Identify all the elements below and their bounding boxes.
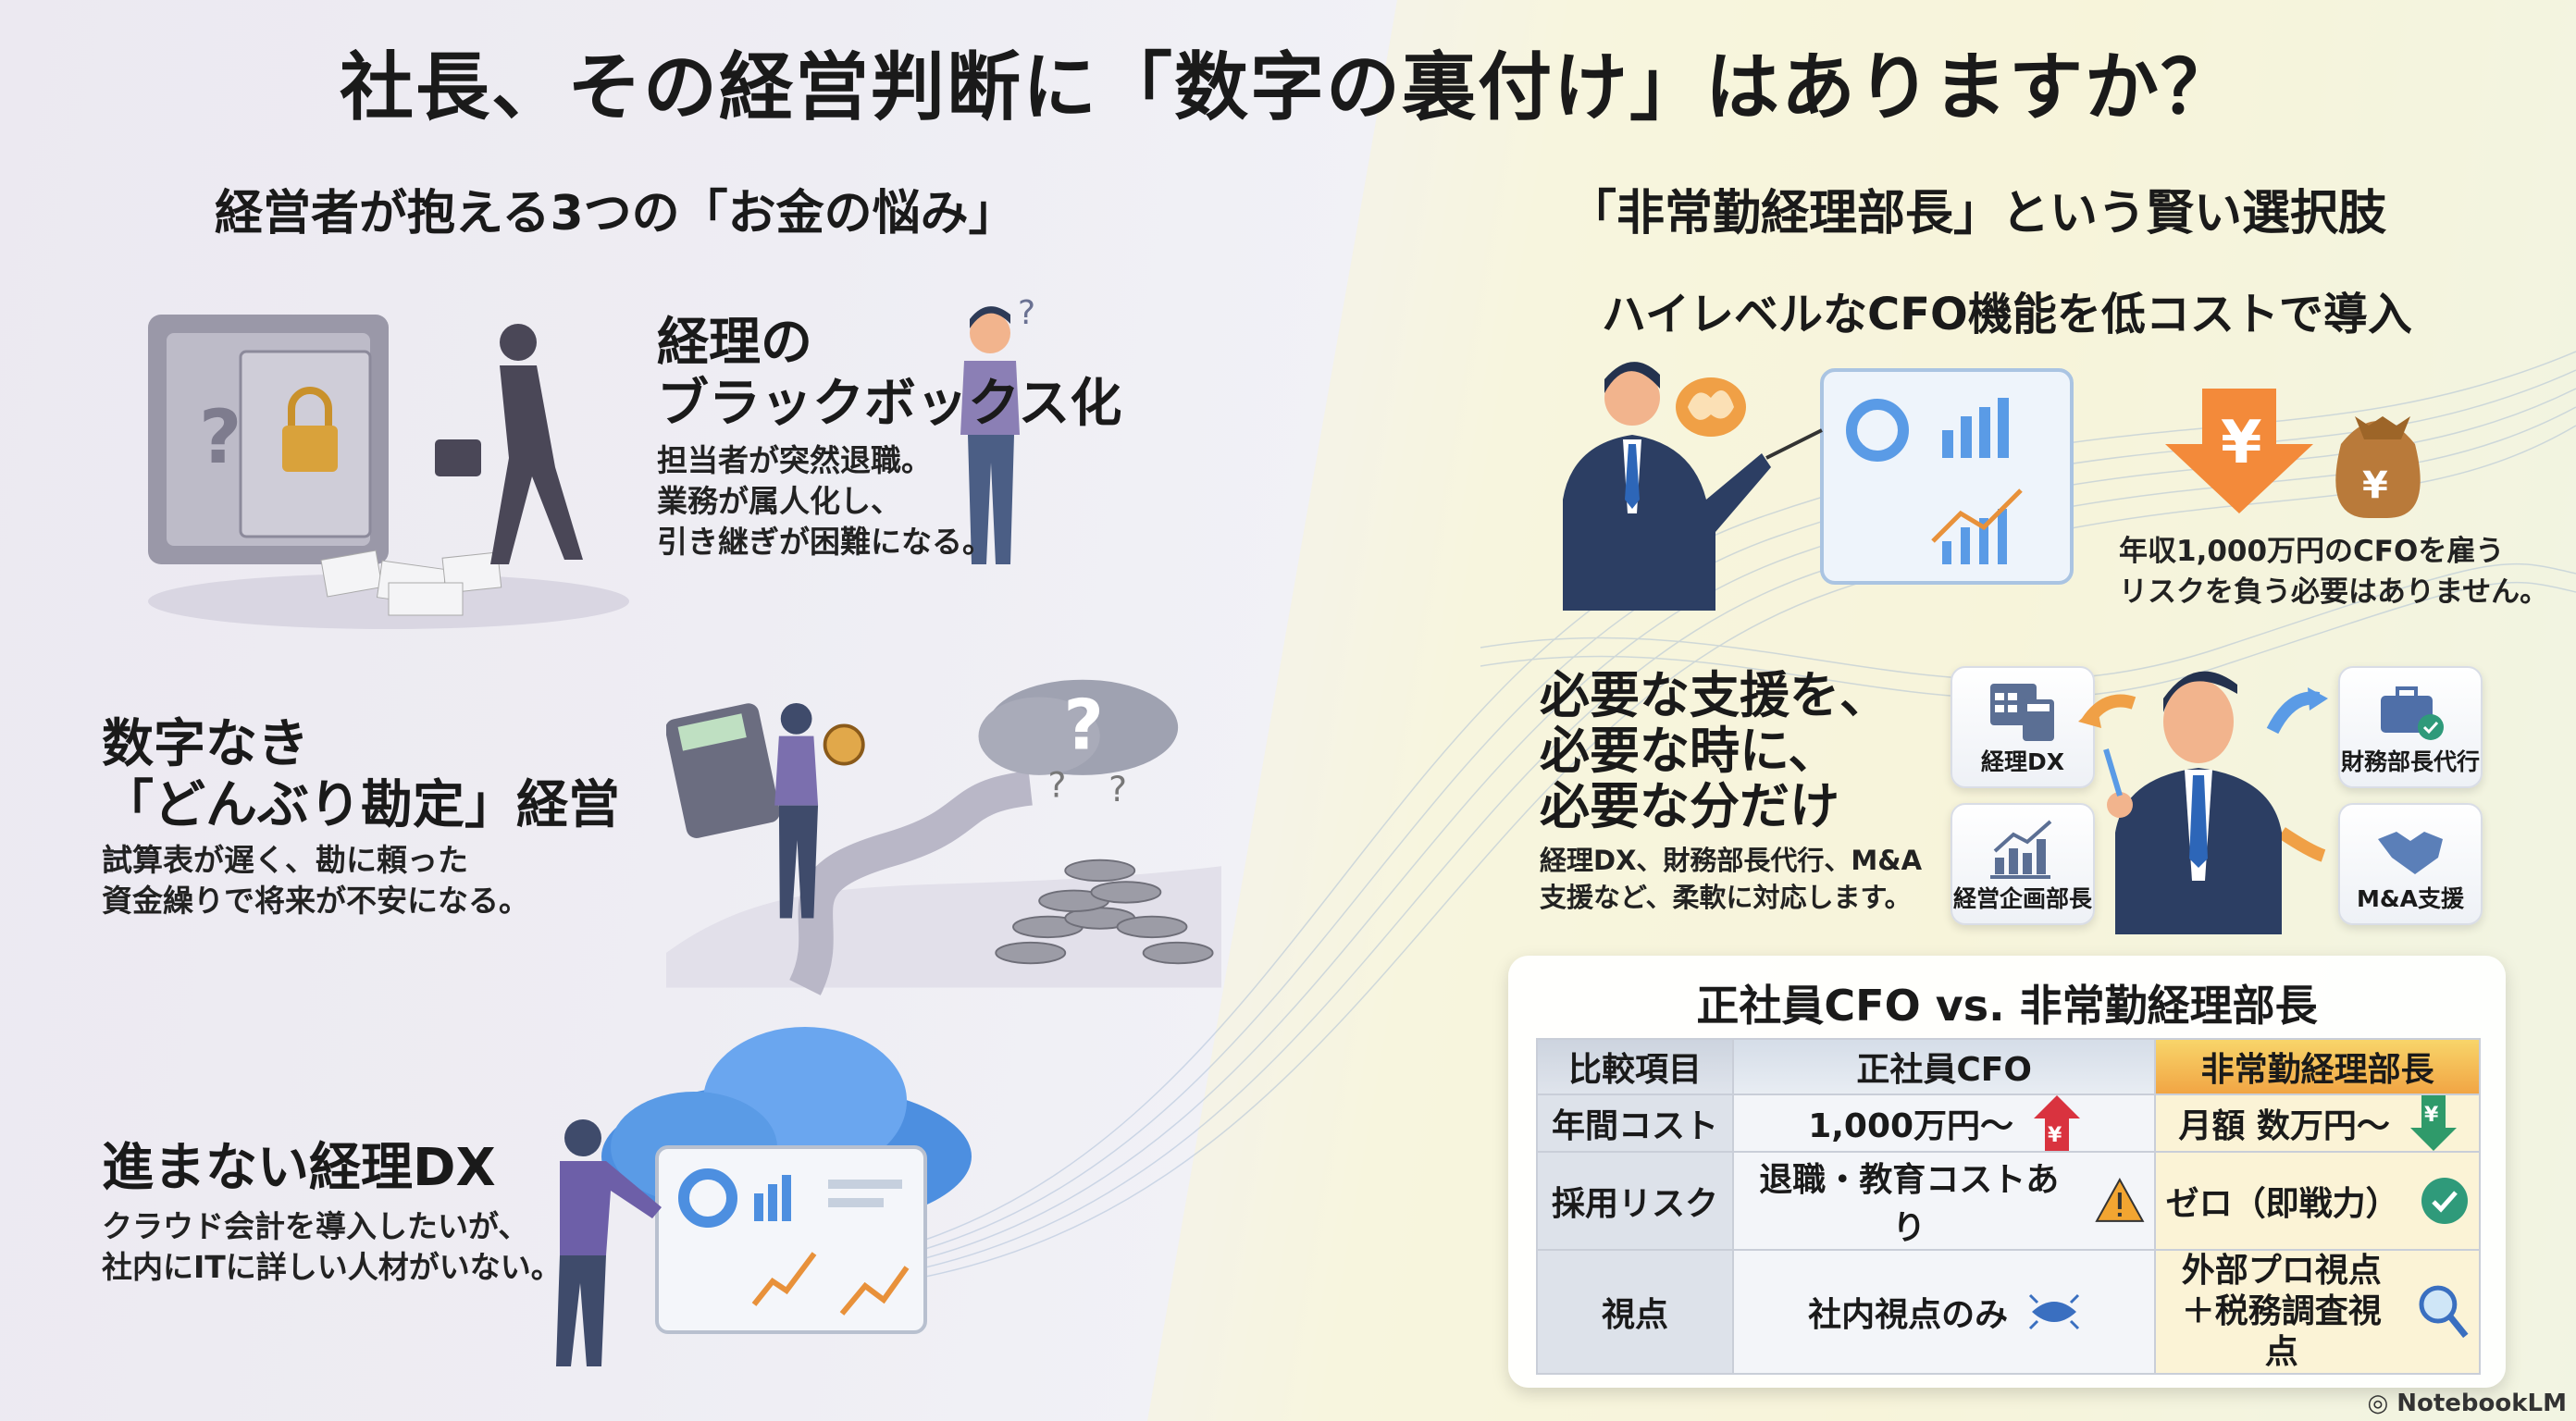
row-item: 採用リスク xyxy=(1536,1151,1734,1251)
question-mark: ? xyxy=(1048,764,1067,805)
cfo-value: 1,000万円〜 xyxy=(1808,1107,2014,1145)
comparison-card: 正社員CFO vs. 非常勤経理部長 比較項目 正社員CFO 非常勤経理部長 年… xyxy=(1508,956,2506,1388)
value-line: ＋税務調査視点 xyxy=(2181,1292,2382,1371)
table-header-row: 比較項目 正社員CFO 非常勤経理部長 xyxy=(1536,1038,2481,1095)
feature-2-body: 経理DX、財務部長代行、M&A 支援など、柔軟に対応します。 xyxy=(1540,842,1922,916)
problem-title-line: 経理の xyxy=(657,313,812,373)
problem-1-body: 担当者が突然退職。 業務が属人化し、 引き継ぎが困難になる。 xyxy=(657,440,993,562)
question-mark: ? xyxy=(1108,769,1127,809)
problem-title-line: ブラックボックス化 xyxy=(657,374,1122,434)
body-line: 経理DX、財務部長代行、M&A xyxy=(1540,845,1923,876)
part-time-cell: 月額 数万円〜 ¥ xyxy=(2154,1094,2481,1153)
problem-3-body: クラウド会計を導入したいが、 社内にITに詳しい人材がいない。 xyxy=(102,1206,562,1288)
problem-2-body: 試算表が遅く、勘に頼った 資金繰りで将来が不安になる。 xyxy=(102,840,529,921)
problem-1-title: 経理の ブラックボックス化 xyxy=(657,313,1121,435)
service-card-accounting-dx: 経理DX xyxy=(1951,666,2095,788)
part-time-value: 月額 数万円〜 xyxy=(2178,1107,2390,1145)
table-row: 視点 社内視点のみ 外部プロ視点＋税務調査視点 xyxy=(1536,1249,2481,1375)
comparison-title: 正社員CFO vs. 非常勤経理部長 xyxy=(1696,981,2318,1031)
service-label: M&A支援 xyxy=(2356,885,2465,912)
table-row: 年間コスト 1,000万円〜 ¥ 月額 数万円〜 ¥ xyxy=(1536,1094,2481,1153)
service-label: 経理DX xyxy=(1980,748,2065,775)
right-subtitle: 「非常勤経理部長」という賢い選択肢 xyxy=(1568,186,2387,241)
problem-body-line: 試算表が遅く、勘に頼った xyxy=(102,842,468,878)
value-line: 外部プロ視点 xyxy=(2181,1252,2382,1290)
handshake-icon xyxy=(2378,832,2443,874)
problem-body-line: 資金繰りで将来が不安になる。 xyxy=(102,883,529,919)
warning-icon xyxy=(2095,1178,2145,1222)
feature-1-heading: ハイレベルなCFO機能を低コストで導入 xyxy=(1602,289,2412,340)
left-subtitle: 経営者が抱える3つの「お金の悩み」 xyxy=(215,186,1017,241)
note-line: 年収1,000万円のCFOを雇う xyxy=(2119,535,2505,568)
problem-body-line: クラウド会計を導入したいが、 xyxy=(102,1208,529,1244)
thinking-man-illustration: ? xyxy=(960,296,1035,564)
header-part-time: 非常勤経理部長 xyxy=(2154,1038,2481,1095)
check-circle-icon xyxy=(2421,1178,2468,1224)
heading-line: 必要な支援を、 xyxy=(1540,666,1889,724)
heading-line: 必要な分だけ xyxy=(1540,777,1839,835)
service-label: 経営企画部長 xyxy=(1952,885,2092,912)
notebooklm-watermark: ◎ NotebookLM xyxy=(2367,1390,2567,1417)
eye-icon xyxy=(2029,1293,2080,1330)
yen-symbol: ¥ xyxy=(2221,409,2262,477)
cfo-cell: 社内視点のみ xyxy=(1731,1249,2157,1375)
part-time-cell: 外部プロ視点＋税務調査視点 xyxy=(2154,1249,2481,1375)
yen-symbol: ¥ xyxy=(2424,1104,2439,1127)
page-title: 社長、その経営判断に「数字の裏付け」はありますか？ xyxy=(340,44,2236,130)
problem-body-line: 引き継ぎが困難になる。 xyxy=(657,524,993,560)
growth-chart-icon xyxy=(1990,820,2052,879)
feature-2-heading: 必要な支援を、 必要な時に、 必要な分だけ xyxy=(1540,668,1889,834)
briefcase-check-icon xyxy=(2381,686,2444,740)
part-time-cell: ゼロ（即戦力） xyxy=(2154,1151,2481,1251)
problem-3-title: 進まない経理DX xyxy=(102,1138,496,1198)
question-mark: ? xyxy=(1063,685,1104,766)
header-item: 比較項目 xyxy=(1536,1038,1734,1095)
notebooklm-logo-icon: ◎ xyxy=(2367,1390,2397,1417)
cloud-accounting-illustration xyxy=(556,1027,972,1366)
header-cfo: 正社員CFO xyxy=(1731,1038,2157,1095)
row-item: 年間コスト xyxy=(1536,1094,1734,1153)
question-mark: ? xyxy=(199,394,242,480)
note-line: リスクを負う必要はありません。 xyxy=(2119,575,2549,609)
service-card-finance-director: 財務部長代行 xyxy=(2338,666,2483,788)
cfo-value: 退職・教育コストあり xyxy=(1759,1161,2060,1247)
heading-line: 必要な時に、 xyxy=(1540,722,1839,780)
consultant-dashboard-illustration xyxy=(1563,362,2074,611)
problem-2-title: 数字なき 「どんぶり勘定」経営 xyxy=(102,714,620,836)
problem-body-line: 担当者が突然退職。 xyxy=(657,442,932,478)
question-mark: ? xyxy=(1018,296,1035,332)
cfo-cell: 退職・教育コストあり xyxy=(1731,1151,2157,1251)
locked-safe-illustration: ? xyxy=(148,315,629,629)
problem-body-line: 業務が属人化し、 xyxy=(657,483,901,519)
problem-body-line: 社内にITに詳しい人材がいない。 xyxy=(102,1249,562,1285)
table-row: 採用リスク 退職・教育コストあり ゼロ（即戦力） xyxy=(1536,1151,2481,1251)
consultant-center-illustration xyxy=(2078,671,2328,934)
feature-1-note: 年収1,000万円のCFOを雇う リスクを負う必要はありません。 xyxy=(2119,531,2548,612)
problem-title-line: 「どんぶり勘定」経営 xyxy=(102,775,620,835)
body-line: 支援など、柔軟に対応します。 xyxy=(1540,882,1912,913)
cloudy-road-illustration: ? ? ? xyxy=(666,679,1221,995)
problem-title-line: 数字なき xyxy=(102,714,309,774)
calculator-spreadsheet-icon xyxy=(1990,684,2054,741)
service-label: 財務部長代行 xyxy=(2340,748,2480,775)
service-card-ma-support: M&A支援 xyxy=(2338,803,2483,925)
magnifier-icon xyxy=(2419,1285,2469,1339)
part-time-value: 外部プロ視点＋税務調査視点 xyxy=(2165,1251,2397,1373)
service-card-planning-manager: 経営企画部長 xyxy=(1951,803,2095,925)
yen-symbol: ¥ xyxy=(2362,464,2388,507)
row-item: 視点 xyxy=(1536,1249,1734,1375)
yen-down-arrow-icon: ¥ xyxy=(2409,1095,2457,1151)
yen-symbol: ¥ xyxy=(2048,1124,2062,1147)
watermark-text: NotebookLM xyxy=(2396,1390,2567,1417)
cost-down-illustration: ¥ ¥ xyxy=(2165,389,2421,518)
part-time-value: ゼロ（即戦力） xyxy=(2165,1185,2399,1223)
yen-up-arrow-icon: ¥ xyxy=(2034,1095,2081,1151)
comparison-table: 比較項目 正社員CFO 非常勤経理部長 年間コスト 1,000万円〜 ¥ 月額 … xyxy=(1536,1038,2481,1375)
cfo-cell: 1,000万円〜 ¥ xyxy=(1731,1094,2157,1153)
cfo-value: 社内視点のみ xyxy=(1808,1296,2009,1334)
